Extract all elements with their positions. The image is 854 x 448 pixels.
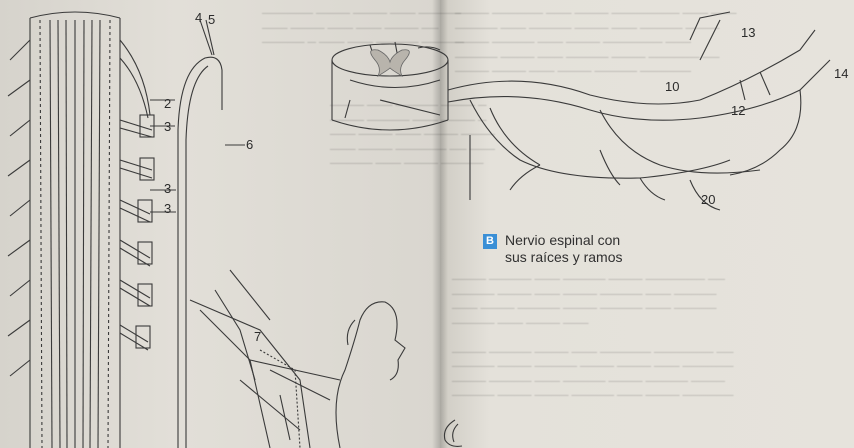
label-3c: 3 — [164, 181, 171, 196]
label-20: 20 — [701, 192, 715, 207]
figure-badge: B — [483, 234, 497, 249]
label-5: 5 — [208, 12, 215, 27]
label-7: 7 — [254, 329, 261, 344]
spinal-nerve-drawing — [332, 12, 830, 210]
label-12: 12 — [731, 103, 745, 118]
label-10: 10 — [665, 79, 679, 94]
spinal-cord-drawing — [8, 12, 245, 448]
figure-caption: Nervio espinal con sus raíces y ramos — [505, 232, 625, 266]
label-14: 14 — [834, 66, 848, 81]
label-13: 13 — [741, 25, 755, 40]
grey-matter-shape — [371, 50, 410, 76]
neck-head-drawing — [190, 270, 462, 448]
label-6: 6 — [246, 137, 253, 152]
label-4: 4 — [195, 10, 202, 25]
label-2: 2 — [164, 96, 171, 111]
label-3d: 3 — [164, 201, 171, 216]
label-3a: 3 — [164, 119, 171, 134]
